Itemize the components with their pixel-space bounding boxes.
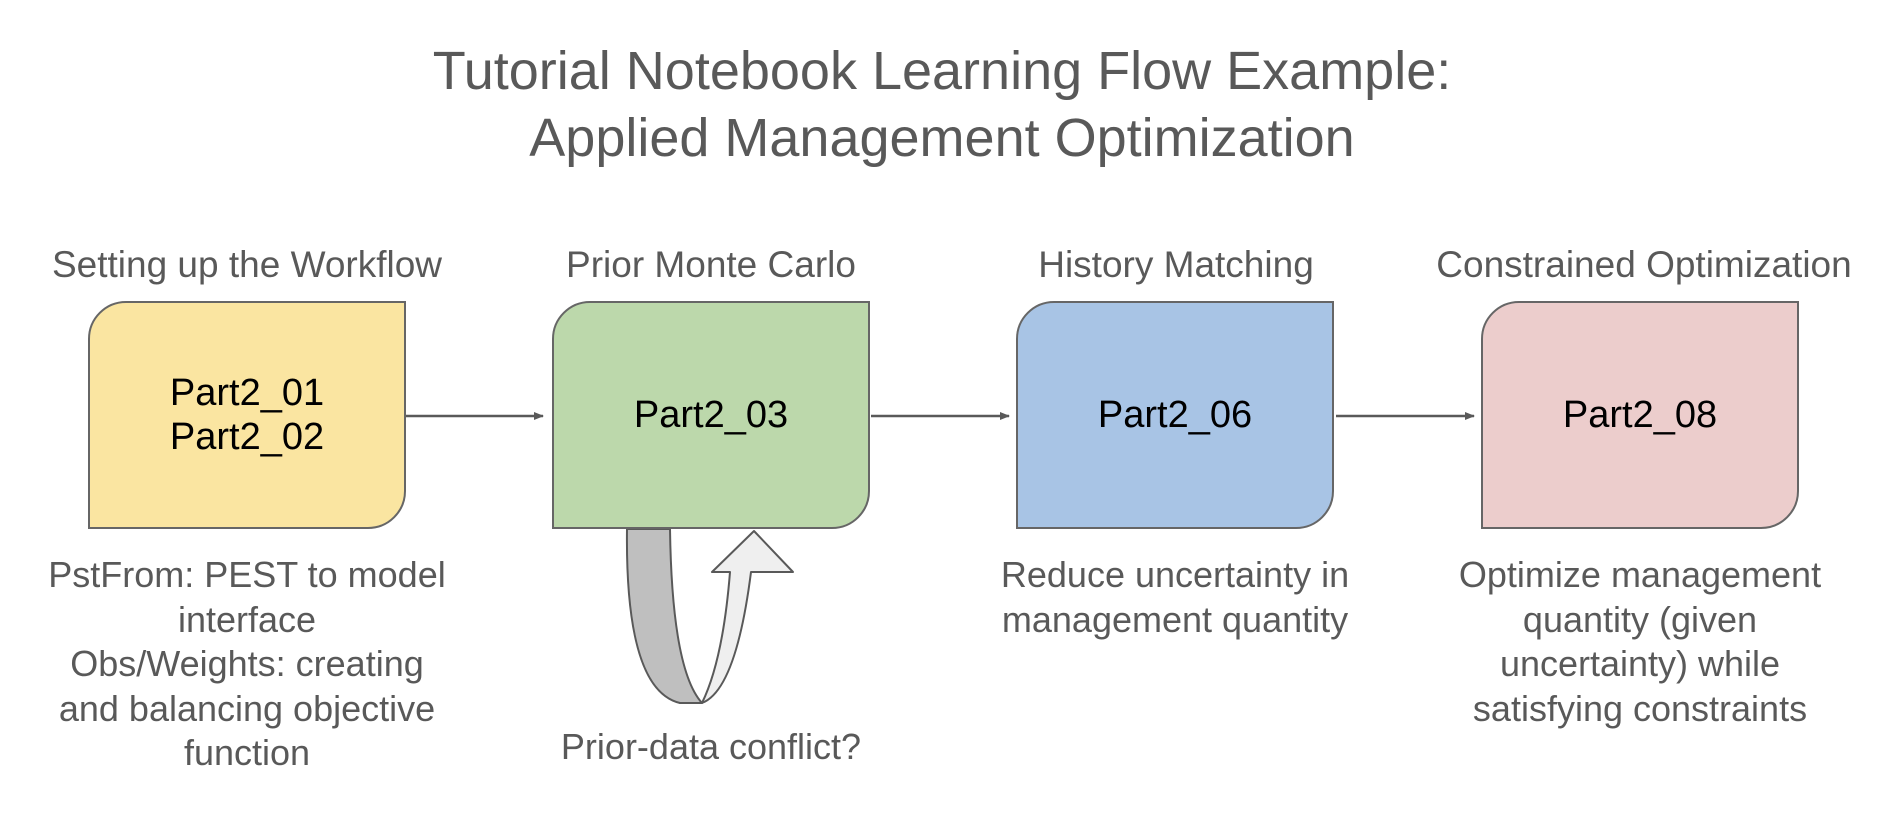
notebook-box-history-matching[interactable]: Part2_06 (1016, 301, 1334, 529)
stage-description-setup: PstFrom: PEST to model interface Obs/Wei… (37, 553, 457, 776)
loop-label: Prior-data conflict? (560, 726, 862, 767)
notebook-box-prior-monte-carlo[interactable]: Part2_03 (552, 301, 870, 529)
description-line: and balancing objective (58, 687, 436, 729)
stage-description-constrained-optimization: Optimize management quantity (given unce… (1430, 553, 1850, 731)
notebook-label: Part2_08 (1562, 394, 1718, 436)
notebook-box-constrained-optimization[interactable]: Part2_08 (1481, 301, 1799, 529)
stage-heading-constrained-optimization: Constrained Optimization (1436, 244, 1852, 285)
description-line: Obs/Weights: creating (70, 643, 424, 684)
description-line: PstFrom: PEST to model (48, 554, 446, 595)
title-line-2: Applied Management Optimization (529, 108, 1355, 168)
description-line: Reduce uncertainty in (1000, 554, 1350, 595)
description-line: Optimize management (1458, 554, 1822, 595)
description-line: satisfying constraints (1472, 687, 1808, 729)
stage-heading-history-matching: History Matching (1038, 244, 1314, 285)
loop-arrow-front-band (679, 530, 794, 704)
description-line: quantity (given (1522, 598, 1758, 640)
stage-heading-prior-monte-carlo: Prior Monte Carlo (566, 244, 856, 285)
loop-label-prior-data-conflict: Prior-data conflict? (501, 725, 921, 770)
stage-heading-setup: Setting up the Workflow (51, 244, 443, 285)
notebook-label: Part2_03 (633, 394, 789, 436)
notebook-label: Part2_01 (169, 372, 325, 414)
loop-arrow-back-band (625, 528, 703, 704)
description-line: function (183, 732, 311, 773)
prior-data-conflict-loop-arrow (625, 528, 794, 704)
notebook-box-setup[interactable]: Part2_01 Part2_02 (88, 301, 406, 529)
notebook-label: Part2_06 (1097, 394, 1253, 436)
description-line: uncertainty) while (1499, 643, 1781, 684)
title-line-1: Tutorial Notebook Learning Flow Example: (432, 41, 1452, 101)
description-line: interface (177, 598, 317, 640)
description-line: management quantity (1001, 598, 1349, 640)
diagram-title: Tutorial Notebook Learning Flow Example:… (0, 38, 1884, 172)
notebook-label: Part2_02 (169, 416, 325, 458)
stage-description-history-matching: Reduce uncertainty in management quantit… (965, 553, 1385, 642)
